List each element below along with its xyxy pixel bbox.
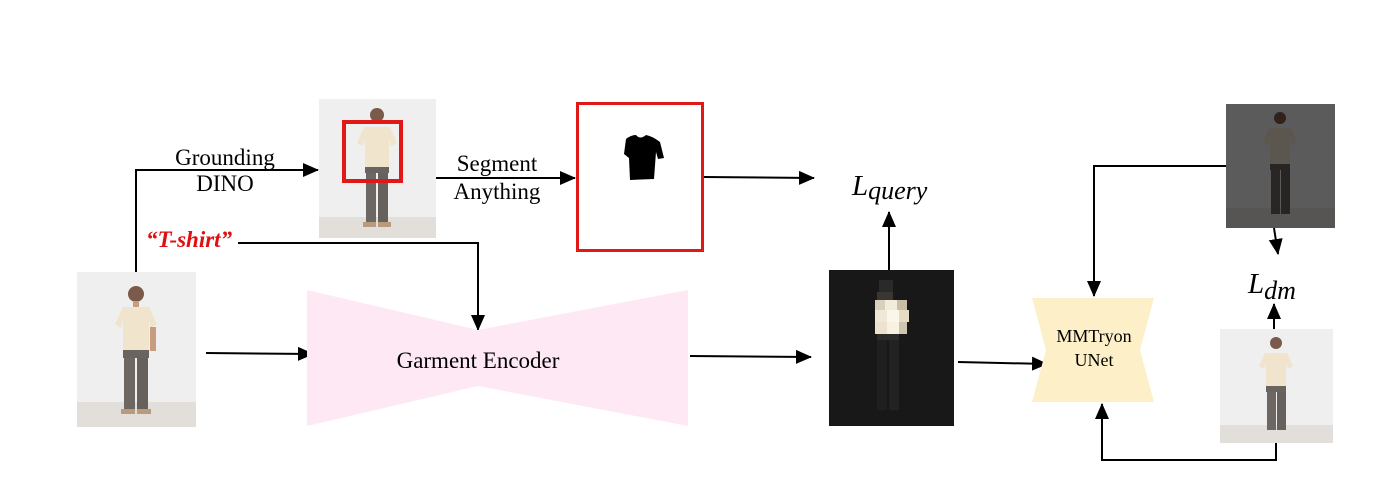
arrow-tokens-to-unet (957, 356, 1048, 371)
grounding-dino-label: Grounding DINO (175, 145, 275, 196)
tshirt-mask-icon (576, 102, 704, 252)
arrow-mask-to-lquery (703, 170, 815, 185)
segment-anything-label: Segment Anything (453, 151, 541, 204)
person-photo-icon (1220, 329, 1333, 443)
arrow-output-to-unet (1095, 403, 1277, 461)
detected-garment-photo (319, 99, 436, 238)
garment-encoder-shape (307, 290, 688, 426)
arrow-target-to-unet (1087, 165, 1226, 297)
pixelated-tokens-icon (829, 270, 954, 426)
bounding-box (342, 120, 403, 183)
unet-shape (1032, 298, 1154, 402)
dark-overlay (1226, 104, 1335, 228)
unet-label: MMTryon UNet (1056, 326, 1132, 370)
arrow-input-to-encoder (205, 346, 314, 361)
lquery-label: Lquery (852, 170, 928, 205)
arrow-encoder-to-tokens (689, 349, 812, 364)
segmentation-mask (576, 102, 704, 252)
arrow-to-grounding-dino (135, 163, 319, 272)
target-person-photo (1226, 104, 1335, 228)
person-photo-icon (77, 272, 196, 427)
garment-encoder-label: Garment Encoder (396, 348, 560, 373)
prompt-text: “T-shirt” (146, 227, 233, 252)
arrow-target-to-ldm (1268, 227, 1283, 255)
person-photo-icon (319, 99, 436, 238)
input-person-photo (77, 272, 196, 427)
output-person-photo (1220, 329, 1333, 443)
arrow-prompt-to-encoder (238, 242, 485, 331)
garment-tokens-image (829, 270, 954, 426)
ldm-label: Ldm (1248, 268, 1296, 305)
